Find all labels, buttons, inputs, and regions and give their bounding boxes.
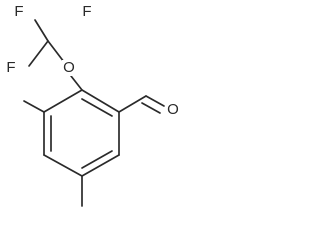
label-bg-f-top-left (12, 4, 26, 20)
structure-svg: F F F O O (4, 2, 181, 207)
molecule-diagram: F F F O O (4, 2, 181, 207)
bond-chf2-o (47, 40, 65, 63)
ring-bond-c1-c2 (81, 89, 120, 113)
label-bg-o-aldehyde (166, 102, 181, 118)
atom-f-top-right: F (82, 3, 91, 20)
atom-f-top-left: F (14, 3, 23, 20)
atom-o-aldehyde: O (167, 101, 179, 118)
bond-o-ring (70, 75, 83, 91)
ring-double-bond-inner-2 (81, 150, 113, 169)
bond-f2-chf2 (28, 40, 49, 67)
bond-f1-chf2 (34, 19, 49, 42)
ring-bond-c6-c1 (43, 89, 83, 113)
ring-bond-c3-c4 (81, 154, 120, 177)
ring-double-bond-inner-1 (81, 98, 113, 117)
atom-f-left: F (6, 59, 15, 76)
bond-c-o-double-1 (145, 95, 165, 107)
bond-ring-f (23, 100, 45, 113)
label-bg-f-left (4, 60, 18, 76)
label-bg-f-top-right (80, 4, 94, 20)
label-bg-o-ether (62, 60, 77, 76)
bond-c-o-double-2 (141, 102, 161, 114)
bond-ring-cho (118, 95, 147, 113)
atom-o-ether: O (63, 59, 75, 76)
ring-bond-c4-c5 (43, 154, 83, 177)
